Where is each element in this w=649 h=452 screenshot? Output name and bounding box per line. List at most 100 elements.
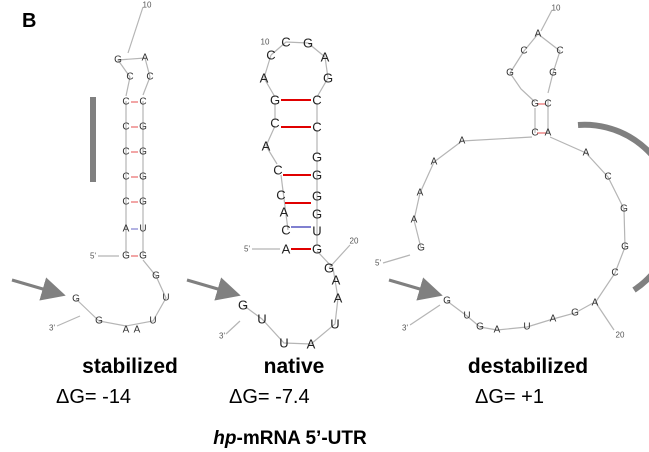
five-prime-label: 5' [90, 252, 96, 261]
nucleotide: U [149, 316, 156, 327]
nucleotide: G [312, 168, 322, 183]
nucleotide: G [238, 298, 248, 313]
nucleotide: C [122, 97, 129, 108]
destabilizing-arc [577, 121, 649, 293]
nucleotide: G [139, 122, 147, 133]
start-codon-arrow [388, 277, 443, 301]
nucleotide: G [476, 322, 484, 333]
nucleotide: A [142, 53, 149, 64]
nucleotide: G [417, 243, 425, 254]
nucleotide: G [152, 271, 160, 282]
five-prime-label: 5' [375, 259, 381, 268]
position-label: 20 [616, 331, 625, 340]
nucleotide: G [571, 308, 579, 319]
nucleotide: C [312, 120, 321, 135]
nucleotide: A [550, 314, 557, 325]
nucleotide: A [280, 205, 289, 220]
nucleotide: G [443, 296, 451, 307]
nucleotide: A [494, 325, 501, 336]
nucleotide: C [520, 46, 527, 57]
nucleotide: A [262, 139, 271, 154]
nucleotide: G [312, 150, 322, 165]
nucleotide: A [411, 215, 418, 226]
nucleotide: C [266, 48, 275, 63]
position-label: 10 [261, 38, 270, 47]
nucleotide: G [531, 99, 539, 110]
position-label: 20 [350, 237, 359, 246]
nucleotide: G [270, 93, 280, 108]
structure-native: C G A C A G G C C C A C C A C A G G G G … [186, 35, 359, 408]
position-label: 10 [552, 4, 561, 13]
nucleotide: G [95, 316, 103, 327]
nucleotide: A [334, 291, 343, 306]
nucleotide: C [122, 172, 129, 183]
structure-destabilized: A C C G G G C C A A A C A G A G G C A G … [375, 4, 649, 408]
nucleotide: C [276, 188, 285, 203]
nucleotide: G [72, 294, 80, 305]
nucleotide: U [162, 293, 169, 304]
nucleotide: A [260, 71, 269, 86]
nucleotide: C [139, 97, 146, 108]
nucleotide: C [273, 163, 282, 178]
start-codon-arrow [11, 277, 66, 301]
nucleotide: A [592, 298, 599, 309]
nucleotide: C [531, 128, 538, 139]
nucleotide: G [122, 251, 130, 262]
nucleotide: U [523, 322, 530, 333]
nucleotide: A [459, 136, 466, 147]
nucleotide: C [146, 72, 153, 83]
nucleotide: A [332, 273, 341, 288]
panel-label: B [22, 10, 36, 32]
nucleotide: C [122, 147, 129, 158]
structure-stabilized: G A C C C C C C C C A G G G G G G G U G … [11, 1, 178, 408]
nucleotide: G [139, 251, 147, 262]
nucleotide: C [604, 172, 611, 183]
nucleotide: G [312, 189, 322, 204]
nucleotide: U [139, 224, 146, 235]
nucleotide: C [281, 35, 290, 50]
caption-native: native [264, 355, 325, 378]
nucleotide: U [257, 312, 266, 327]
delta-g-stabilized: ΔG= -14 [56, 386, 131, 408]
nucleotide: G [139, 147, 147, 158]
nucleotide: C [281, 223, 290, 238]
nucleotide: A [123, 325, 130, 336]
footer-rest: -mRNA 5’-UTR [237, 428, 367, 449]
nucleotide: G [620, 204, 628, 215]
nucleotide: C [122, 197, 129, 208]
nucleotide: G [114, 55, 122, 66]
nucleotide: A [134, 325, 141, 336]
nucleotide: U [312, 224, 321, 239]
nucleotide: U [463, 311, 470, 322]
start-codon-arrow [186, 277, 241, 301]
nucleotide: G [139, 197, 147, 208]
nucleotide: U [279, 336, 288, 351]
nucleotide: A [545, 128, 552, 139]
nucleotide: G [324, 261, 334, 276]
nucleotide: G [312, 242, 322, 257]
nucleotide: G [312, 207, 322, 222]
nucleotide: G [506, 68, 514, 79]
delta-g-native: ΔG= -7.4 [229, 386, 310, 408]
nucleotide: A [282, 242, 291, 257]
footer-italic: hp [213, 428, 236, 449]
nucleotide: A [123, 224, 130, 235]
nucleotide: A [417, 188, 424, 199]
nucleotide: C [544, 99, 551, 110]
position-label: 10 [143, 1, 152, 10]
nucleotide: G [549, 68, 557, 79]
nucleotide: G [323, 71, 333, 86]
three-prime-label: 3' [49, 324, 55, 333]
nucleotide: G [139, 172, 147, 183]
three-prime-label: 3' [219, 332, 225, 341]
caption-destabilized: destabilized [468, 355, 588, 378]
three-prime-label: 3' [402, 324, 408, 333]
five-prime-label: 5' [244, 245, 250, 254]
nucleotide: A [307, 337, 316, 352]
figure-footer: hp-mRNA 5’-UTR [213, 428, 367, 449]
nucleotide: C [556, 46, 563, 57]
nucleotide: G [303, 36, 313, 51]
nucleotide: C [611, 268, 618, 279]
nucleotide: C [312, 93, 321, 108]
